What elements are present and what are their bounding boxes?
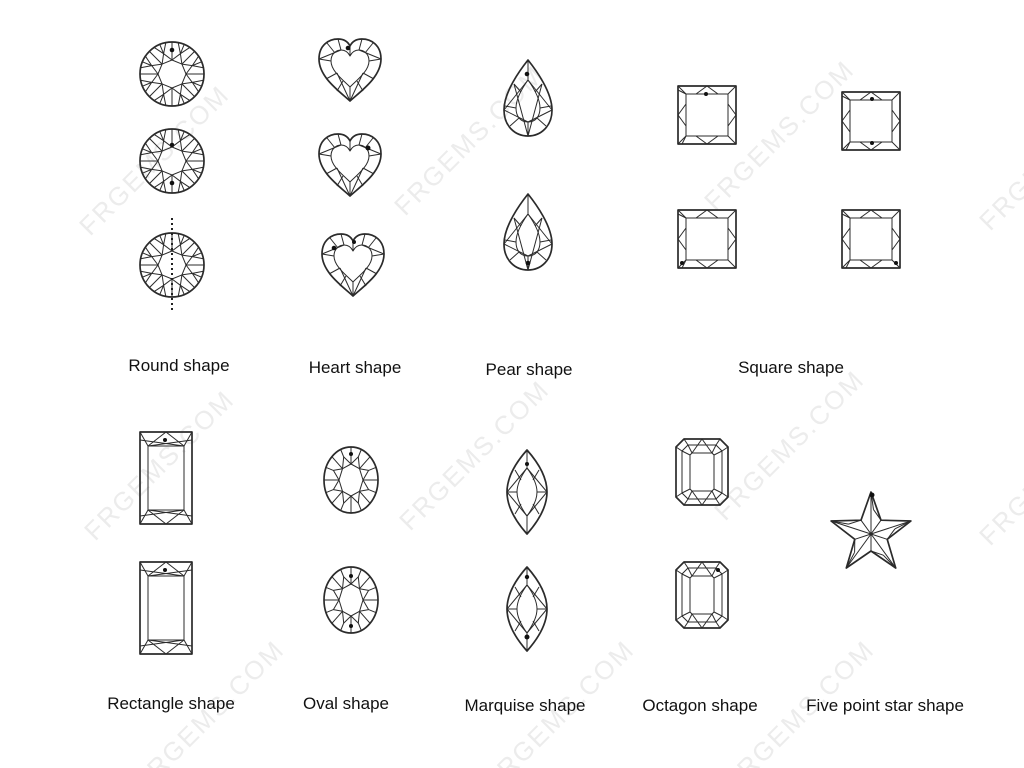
watermark: FRGEMS.COM [973, 74, 1024, 237]
marquise-gem-2 [506, 566, 548, 652]
octagon-gem-1 [675, 438, 729, 506]
pear-gem-1 [503, 59, 553, 137]
heart-gem-3 [321, 233, 385, 297]
square-gem-4 [841, 209, 901, 269]
round-gem-1 [139, 41, 205, 107]
square-gem-2 [841, 91, 901, 151]
label-square-shape: Square shape [738, 358, 844, 377]
heart-gem-1 [318, 38, 382, 102]
label-octagon-shape: Octagon shape [642, 696, 758, 715]
rectangle-gem-2 [139, 561, 193, 655]
oval-gem-2 [323, 566, 379, 634]
label-five-point-star-shape: Five point star shape [806, 696, 964, 715]
label-marquise-shape: Marquise shape [464, 696, 586, 715]
label-oval-shape: Oval shape [303, 694, 389, 713]
rectangle-gem-1 [139, 431, 193, 525]
square-gem-3 [677, 209, 737, 269]
watermark: FRGEMS.COM [973, 389, 1024, 552]
label-heart-shape: Heart shape [308, 358, 402, 377]
heart-gem-2 [318, 133, 382, 197]
label-round-shape: Round shape [128, 356, 230, 375]
octagon-gem-2 [675, 561, 729, 629]
label-rectangle-shape: Rectangle shape [107, 694, 235, 713]
marquise-gem-1 [506, 449, 548, 535]
oval-gem-1 [323, 446, 379, 514]
round-gem-2 [139, 128, 205, 194]
round-gem-3 [139, 218, 205, 312]
label-pear-shape: Pear shape [485, 360, 573, 379]
five-point-star-gem [830, 491, 912, 569]
pear-gem-2 [503, 193, 553, 271]
square-gem-1 [677, 85, 737, 145]
